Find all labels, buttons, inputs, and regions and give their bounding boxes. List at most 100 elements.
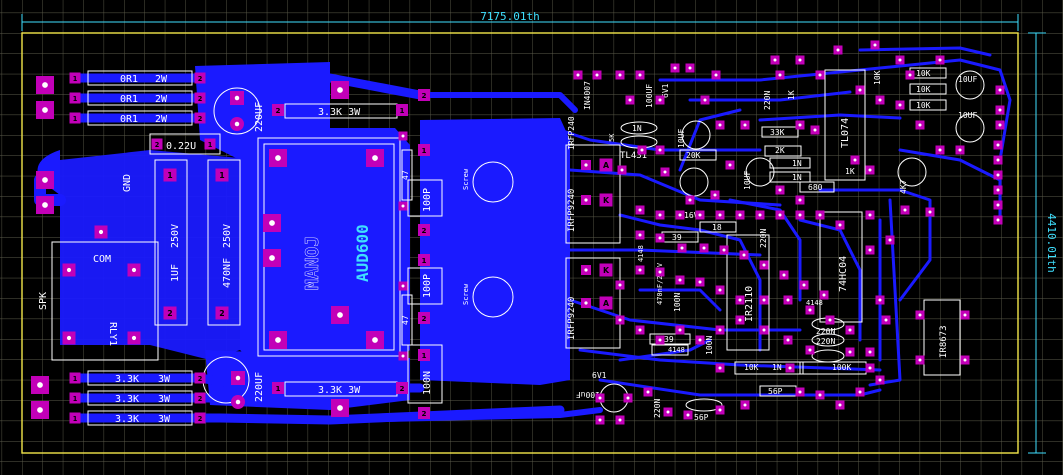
misc-4148-a: 4148 [637, 245, 645, 262]
pad: 2 [418, 312, 430, 324]
cap5-voltage: 250V [222, 224, 233, 248]
pad [127, 263, 141, 277]
pad [62, 331, 76, 345]
pad [635, 70, 645, 80]
pad [231, 371, 245, 385]
res-left-1-watt: 2W [155, 74, 168, 85]
pad [810, 125, 820, 135]
pad: 2 [418, 407, 430, 419]
res-47-2: 47 [401, 315, 410, 325]
pad [675, 275, 685, 285]
pad: 2 [194, 412, 206, 424]
pad [269, 331, 287, 349]
pad [960, 310, 970, 320]
dimension-right [1028, 32, 1046, 454]
pad [865, 165, 875, 175]
pad [655, 233, 665, 243]
misc-4k7: 4K7 [899, 179, 908, 194]
pad [915, 355, 925, 365]
pad: 1 [69, 392, 81, 404]
svg-text:2: 2 [198, 395, 203, 403]
pad: 2 [194, 112, 206, 124]
silkscreen [51, 67, 985, 426]
pad: 1 [163, 168, 177, 182]
cap2-label: 220UF [254, 372, 265, 402]
pad [715, 120, 725, 130]
pad [36, 101, 54, 119]
pad [398, 131, 408, 141]
pad [835, 220, 845, 230]
pad [799, 280, 809, 290]
pad [995, 85, 1005, 95]
pad [885, 235, 895, 245]
pad [795, 387, 805, 397]
height-label: 4410.01th [1045, 213, 1058, 273]
pad [331, 306, 349, 324]
pad [775, 210, 785, 220]
pad [675, 210, 685, 220]
pad: 1 [418, 254, 430, 266]
pad [875, 95, 885, 105]
misc-39-b: 39 [664, 335, 674, 344]
misc-470n: 470nF/250V [656, 262, 664, 305]
res-left-2-value: 0R1 [120, 94, 138, 105]
pad [895, 55, 905, 65]
misc-10uf-d: 10UF [958, 111, 977, 120]
pad [663, 407, 673, 417]
pad: 2 [194, 72, 206, 84]
width-label: 7175.01th [480, 10, 540, 23]
dimension-top [21, 14, 1019, 31]
pad [655, 267, 665, 277]
ir2110-label: IR2110 [744, 286, 755, 322]
pad: 1 [69, 372, 81, 384]
pad: K [599, 263, 613, 277]
pad [995, 105, 1005, 115]
pad [900, 205, 910, 215]
misc-100uf: 100UF [645, 84, 654, 108]
svg-text:2: 2 [275, 106, 280, 115]
svg-text:K: K [603, 266, 610, 275]
pad: 1 [69, 92, 81, 104]
svg-text:1: 1 [421, 256, 426, 265]
pad [779, 270, 789, 280]
misc-5k: 5K [608, 133, 616, 142]
svg-text:1: 1 [73, 375, 78, 383]
pad [819, 290, 829, 300]
screw-label-2: Screw [462, 283, 470, 305]
pad [670, 63, 680, 73]
misc-56p: 56P [694, 413, 709, 422]
misc-33k: 33K [770, 128, 785, 137]
misc-18: 18 [712, 223, 722, 232]
pad [740, 400, 750, 410]
pad [655, 95, 665, 105]
pad [398, 201, 408, 211]
pad [770, 55, 780, 65]
pad [805, 345, 815, 355]
pad: 1 [272, 382, 284, 394]
pad [635, 325, 645, 335]
misc-10uf-b: 10UF [743, 171, 752, 190]
pad [805, 305, 815, 315]
board-outline [21, 32, 1019, 454]
cap1-label: 220UF [254, 102, 265, 132]
res-bl-1-watt: 3W [158, 374, 171, 385]
pad [855, 85, 865, 95]
pad [230, 91, 244, 105]
pad [36, 196, 54, 214]
pad [759, 295, 769, 305]
hc04-label: 74HC04 [838, 256, 849, 292]
relay-label: RLY1 [107, 322, 118, 346]
misc-in4007: IN4007 [583, 81, 592, 110]
pad [845, 347, 855, 357]
q3-label: IRFP9240 [567, 297, 577, 340]
pad [795, 195, 805, 205]
misc-1k: 1K [787, 90, 796, 100]
pad [825, 315, 835, 325]
svg-text:2: 2 [421, 226, 426, 235]
pad [643, 387, 653, 397]
pad [655, 335, 665, 345]
pad [783, 335, 793, 345]
pad: K [599, 193, 613, 207]
pad [715, 405, 725, 415]
